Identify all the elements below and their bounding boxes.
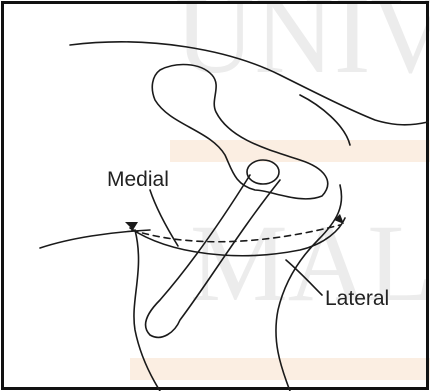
watermark-band-upper bbox=[170, 140, 430, 162]
hip-outline bbox=[300, 95, 350, 145]
femur-head bbox=[247, 160, 279, 184]
horizontal-line-left bbox=[40, 230, 150, 248]
watermark-text-bottom: MAL bbox=[190, 202, 430, 324]
medial-label: Medial bbox=[107, 168, 169, 191]
lateral-label: Lateral bbox=[325, 287, 389, 310]
watermark-text-top: UNIV bbox=[175, 0, 430, 96]
watermark: UNIV MAL bbox=[130, 0, 430, 380]
